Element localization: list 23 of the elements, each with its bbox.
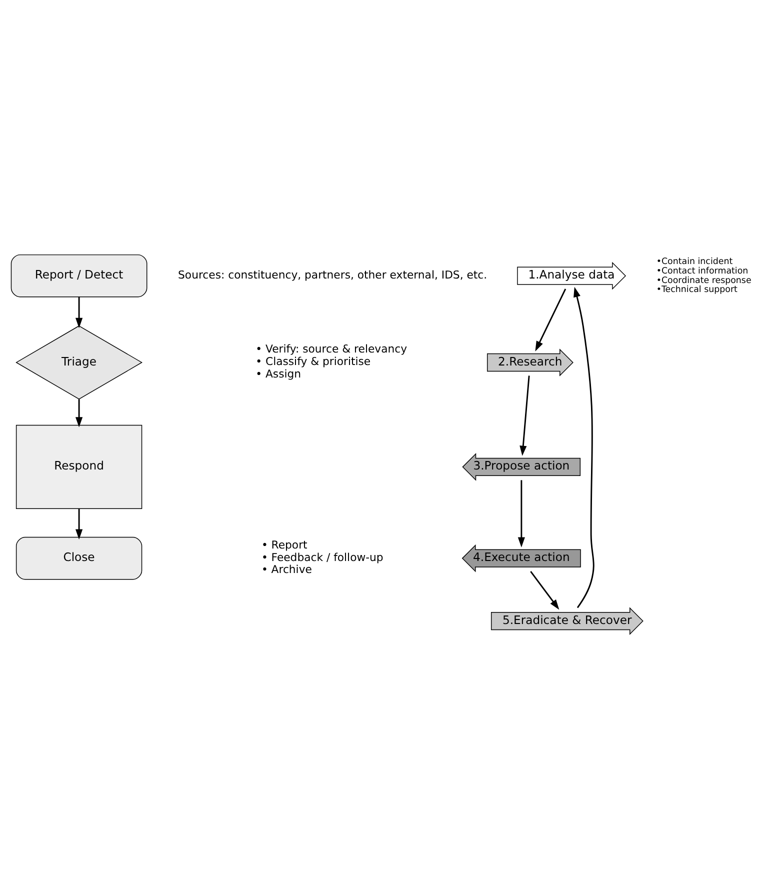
node-label: • Report	[261, 538, 308, 552]
arrow	[520, 375, 530, 456]
arrow	[518, 480, 525, 547]
node-label: Sources: constituency, partners, other external, IDS, etc.	[178, 268, 488, 281]
node-label: • Assign	[256, 366, 302, 380]
arrow	[75, 508, 83, 539]
node-box: Respond	[16, 424, 142, 508]
label: •Technical support	[656, 284, 738, 295]
node-box: Report / Detect	[10, 254, 148, 297]
arrow	[574, 286, 594, 608]
label: •Coordinate response	[656, 275, 752, 286]
node-label: • Verify: source & relevancy	[256, 342, 408, 356]
label: •Contact information	[656, 266, 748, 276]
node-label: • Classify & prioritise	[256, 354, 371, 368]
node-diamond: Triage	[16, 324, 142, 400]
arrow	[535, 288, 566, 351]
arrow	[530, 570, 560, 610]
node-label: • Feedback / follow-up	[261, 550, 384, 564]
arrow	[75, 296, 83, 328]
node-label: • Archive	[261, 562, 312, 576]
arrow	[75, 398, 83, 427]
node-box: Close	[16, 536, 142, 580]
label: •Contain incident	[656, 256, 733, 266]
